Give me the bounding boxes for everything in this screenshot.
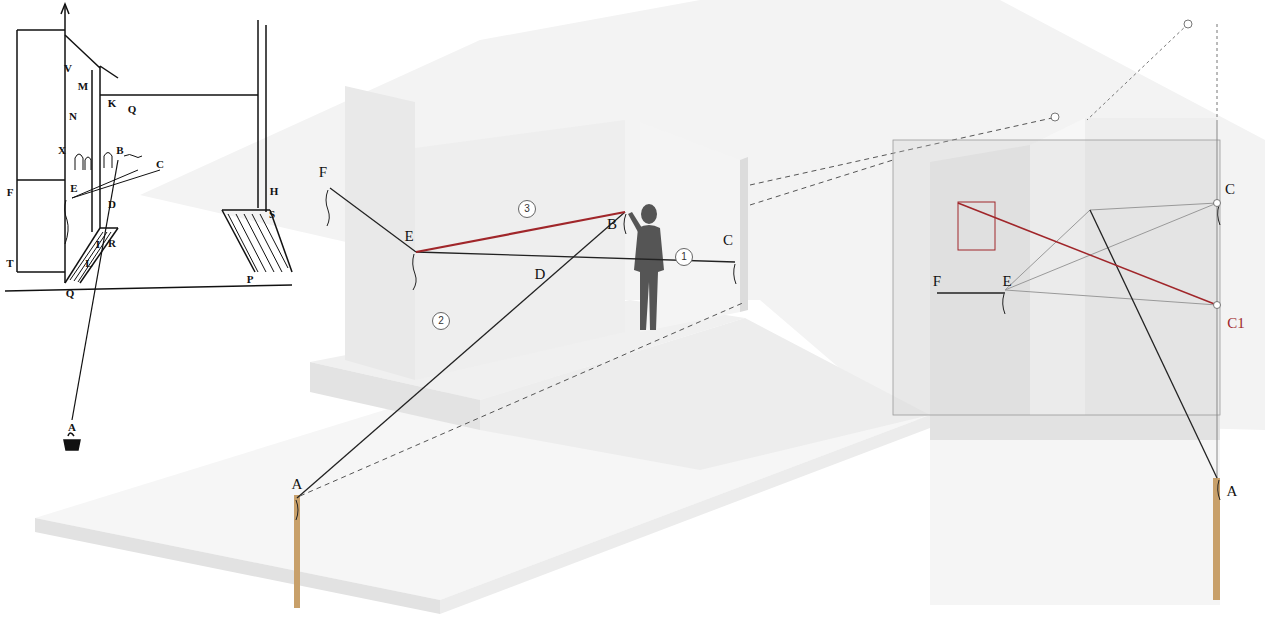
point-label: B	[607, 217, 617, 232]
point-label: E	[1002, 274, 1011, 289]
callout-number: 3	[524, 204, 530, 214]
callout-circle: 1	[675, 248, 693, 266]
point-label: P	[247, 274, 254, 285]
point-label: F	[319, 165, 327, 180]
point-label: S	[269, 209, 275, 220]
callout-number: 2	[438, 316, 444, 326]
point-label: Q	[128, 104, 137, 115]
point-label: C1	[1227, 316, 1245, 331]
woodcut	[5, 4, 292, 450]
right-model	[893, 20, 1221, 605]
point-label: D	[108, 199, 116, 210]
point-label: C	[156, 159, 164, 170]
point-label: I	[96, 239, 100, 250]
point-label: R	[108, 238, 116, 249]
point-label: Q	[66, 288, 75, 299]
callout-circle: 2	[432, 312, 450, 330]
point-label: N	[69, 111, 77, 122]
point-label: L	[85, 258, 92, 269]
point-label: C	[723, 233, 733, 248]
point-label: E	[70, 183, 77, 194]
callout-circle: 3	[518, 200, 536, 218]
point-label: V	[64, 63, 72, 74]
point-label: A	[68, 422, 76, 433]
point-label: H	[270, 186, 279, 197]
point-label: A	[292, 477, 303, 492]
point-label: F	[7, 187, 14, 198]
point-label: T	[6, 258, 13, 269]
point-label: M	[78, 81, 88, 92]
point-label: A	[1227, 484, 1238, 499]
point-label: K	[108, 98, 117, 109]
point-label: F	[933, 274, 941, 289]
point-label: D	[535, 267, 546, 282]
callout-number: 1	[681, 252, 687, 262]
point-label: E	[404, 229, 413, 244]
point-label: X	[58, 145, 66, 156]
point-label: C	[1225, 182, 1235, 197]
point-label: B	[116, 145, 123, 156]
